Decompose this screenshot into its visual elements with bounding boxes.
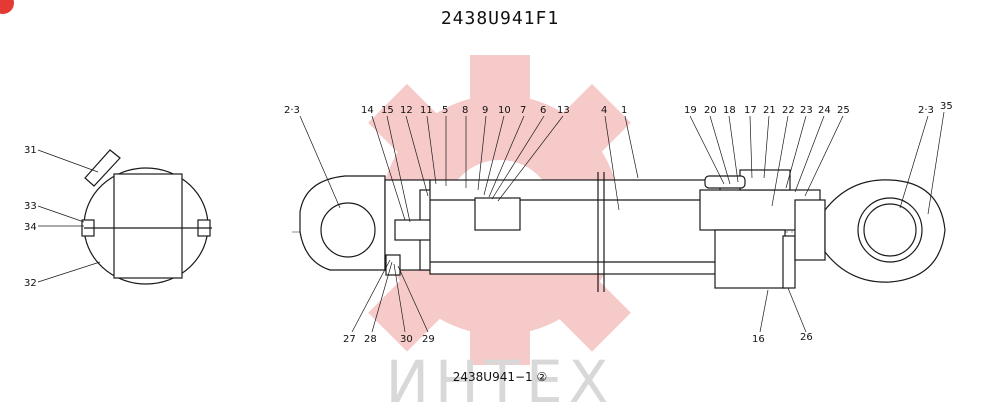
- callout-right-eye: 2·3: [918, 105, 934, 116]
- callout-34: 34: [24, 222, 37, 233]
- callout-32: 32: [24, 278, 37, 289]
- callout-7: 7: [520, 105, 526, 116]
- watermark-text: ИНТЕХ: [385, 348, 615, 416]
- left-eye-end: [299, 175, 386, 271]
- callout-23: 23: [800, 105, 813, 116]
- callout-1: 1: [621, 105, 627, 116]
- callout-31: 31: [24, 145, 37, 156]
- break-marks: [597, 172, 605, 292]
- callout-11: 11: [420, 105, 433, 116]
- callout-35: 35: [940, 101, 953, 112]
- callout-10: 10: [498, 105, 511, 116]
- side-view: [81, 149, 212, 285]
- callout-21: 21: [763, 105, 776, 116]
- callout-labels: 2·3 14 15 12 11 5 8 9 10 7 6 13 4 1 19 2…: [24, 101, 953, 345]
- drawing-title: 2438U941F1: [440, 8, 560, 29]
- callout-30: 30: [400, 334, 413, 345]
- callout-12: 12: [400, 105, 413, 116]
- callout-29: 29: [422, 334, 435, 345]
- callout-19: 19: [684, 105, 697, 116]
- leader-lines: [37, 111, 945, 333]
- callout-8: 8: [462, 105, 468, 116]
- callout-14: 14: [361, 105, 374, 116]
- callout-28: 28: [364, 334, 377, 345]
- callout-20: 20: [704, 105, 717, 116]
- callout-18: 18: [723, 105, 736, 116]
- corner-badge: [0, 0, 14, 14]
- callout-25: 25: [837, 105, 850, 116]
- bottom-flange: [714, 199, 826, 289]
- callout-27: 27: [343, 334, 356, 345]
- callout-17: 17: [744, 105, 757, 116]
- callout-24: 24: [818, 105, 831, 116]
- callout-33: 33: [24, 201, 37, 212]
- cylinder-tube: [429, 179, 721, 275]
- callout-16: 16: [752, 334, 765, 345]
- callout-15: 15: [381, 105, 394, 116]
- drawing-subtitle: 2438U941−1 ②: [452, 370, 548, 384]
- callout-6: 6: [540, 105, 546, 116]
- callout-left-eye: 2·3: [284, 105, 300, 116]
- right-eye-end: [824, 179, 946, 283]
- callout-22: 22: [782, 105, 795, 116]
- callout-4: 4: [601, 105, 607, 116]
- callout-9: 9: [482, 105, 488, 116]
- callout-5: 5: [442, 105, 448, 116]
- callout-26: 26: [800, 332, 813, 343]
- callout-13: 13: [557, 105, 570, 116]
